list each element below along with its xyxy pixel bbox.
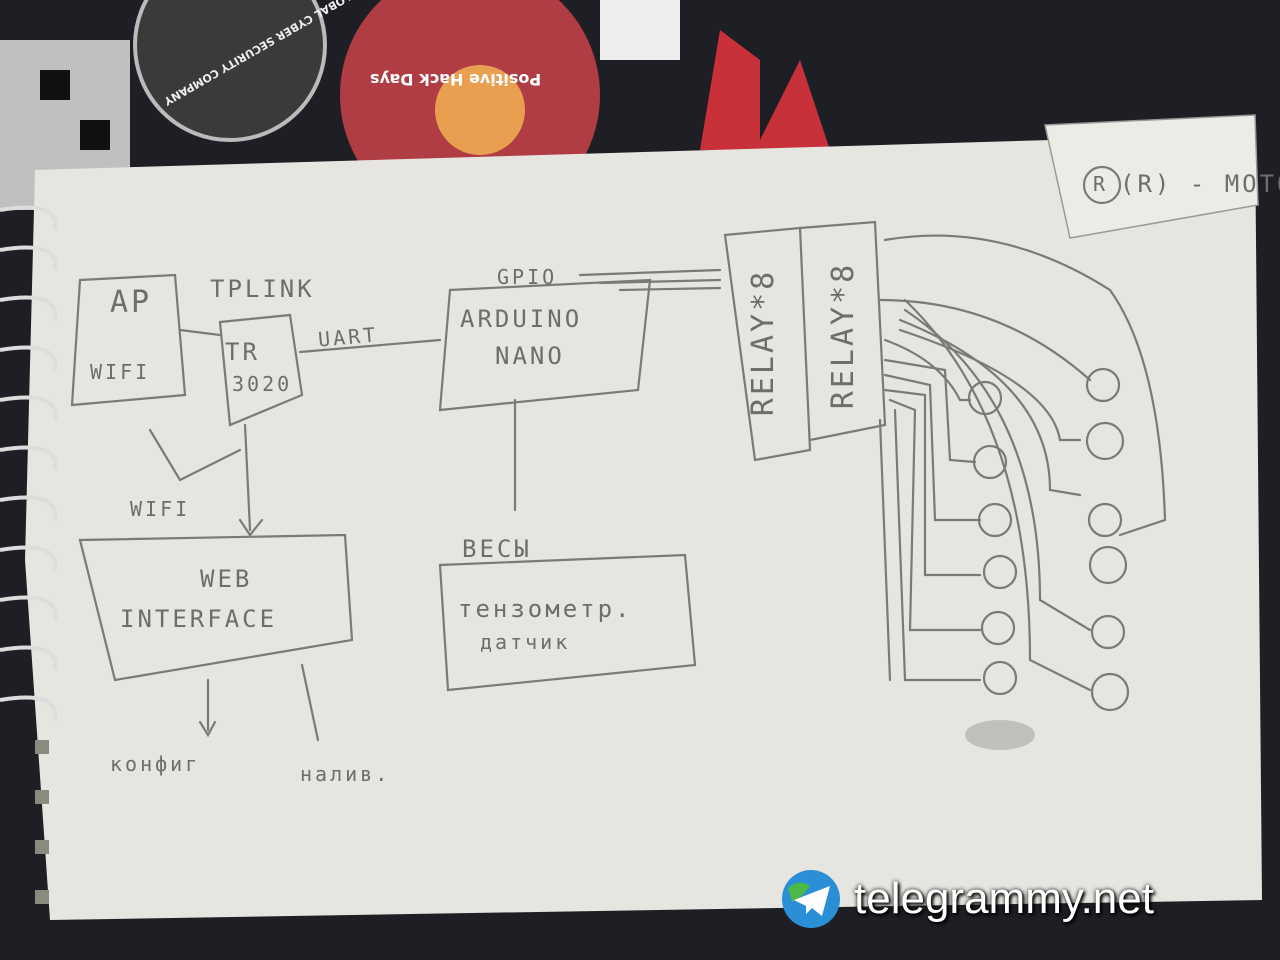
web-label: WEB [200,565,253,593]
spiral-binding [0,205,58,721]
motor-symbol: R [1093,172,1109,196]
relay-1-label: RELAY*8 [746,268,782,417]
uart-line [298,338,442,354]
relay-2-label: RELAY*8 [826,261,862,410]
web-box [78,533,354,682]
pour-label: налив. [300,762,391,786]
notebook-page [25,130,1262,920]
telegram-globe-icon [782,870,840,928]
logo-sticker [700,30,830,150]
web-interface-label: INTERFACE [120,605,278,633]
motors [967,165,1130,712]
wifi-link-label: WIFI [130,497,191,521]
router-box [218,313,304,427]
sensor-label-2: датчик [480,630,571,654]
sensor-label: тензометр. [458,595,633,623]
watermark: telegrammy.net [780,868,1154,930]
tplink-label: TPLINK [210,275,315,303]
router-model: 3020 [232,372,293,396]
arduino-box [438,278,652,412]
arduino-nano-label: NANO [495,342,565,370]
phd-sticker-text: Positive Hack Days [370,70,542,89]
watermark-text: telegrammy.net [854,874,1154,923]
arduino-label: ARDUINO [460,305,583,333]
scales-box [438,553,697,692]
global-sticker [133,0,327,142]
gpio-label: GPIO [497,265,558,289]
relay-box-1 [723,226,812,462]
ap-box [70,273,187,407]
config-label: конфиг [110,752,201,776]
ap-label: AP [110,285,153,320]
ap-wifi-label: WIFI [90,360,151,384]
legend-motor: (R) - МОТОР [1120,170,1280,198]
router-label: TR [225,338,260,366]
router-web-arrow [238,423,264,537]
pencil-sketch [70,165,1167,742]
scales-label: ВЕСЫ [462,535,532,563]
